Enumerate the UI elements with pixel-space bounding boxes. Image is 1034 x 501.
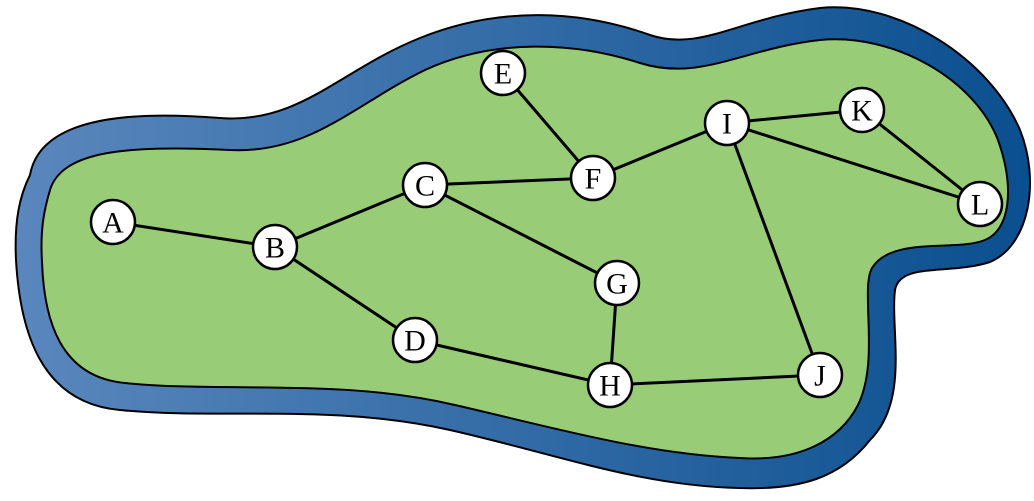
edge-h-j [609, 373, 821, 387]
edge-c-g [424, 183, 618, 285]
node-circle [479, 49, 527, 97]
node-circle [703, 99, 751, 147]
edge-b-c [274, 183, 426, 249]
node-circle [838, 86, 886, 134]
nodes-layer: A B C D E F G H I J K L [89, 49, 1004, 409]
node-j: J [796, 351, 844, 399]
node-circle [391, 316, 439, 364]
node-g: G [593, 259, 641, 307]
node-label: C [415, 170, 435, 203]
node-c: C [401, 161, 449, 209]
node-circle [251, 223, 299, 271]
node-d: D [391, 316, 439, 364]
edge-i-j [725, 122, 822, 376]
edge-b-d [274, 245, 416, 342]
node-label: D [404, 325, 426, 358]
node-circle [401, 161, 449, 209]
node-label: L [971, 189, 989, 222]
node-circle [89, 198, 137, 246]
node-label: F [585, 163, 602, 196]
node-e: E [479, 49, 527, 97]
node-circle [586, 361, 634, 409]
node-label: K [851, 95, 873, 128]
edge-d-h [414, 338, 611, 387]
node-k: K [838, 86, 886, 134]
node-label: B [265, 232, 285, 265]
node-circle [956, 180, 1004, 228]
node-label: A [102, 207, 124, 240]
node-circle [569, 154, 617, 202]
node-i: I [703, 99, 751, 147]
node-label: J [814, 360, 826, 393]
node-label: I [722, 108, 732, 141]
node-label: E [494, 58, 512, 91]
node-h: H [586, 361, 634, 409]
land-island [40, 38, 1009, 460]
node-l: L [956, 180, 1004, 228]
edge-i-l [726, 121, 981, 206]
node-a: A [89, 198, 137, 246]
node-f: F [569, 154, 617, 202]
edge-k-l [861, 108, 981, 206]
node-b: B [251, 223, 299, 271]
edge-a-b [112, 220, 276, 249]
edge-c-f [424, 176, 594, 187]
node-circle [796, 351, 844, 399]
node-label: G [606, 268, 628, 301]
node-label: H [599, 370, 621, 403]
node-circle [593, 259, 641, 307]
edge-f-i [592, 121, 728, 180]
